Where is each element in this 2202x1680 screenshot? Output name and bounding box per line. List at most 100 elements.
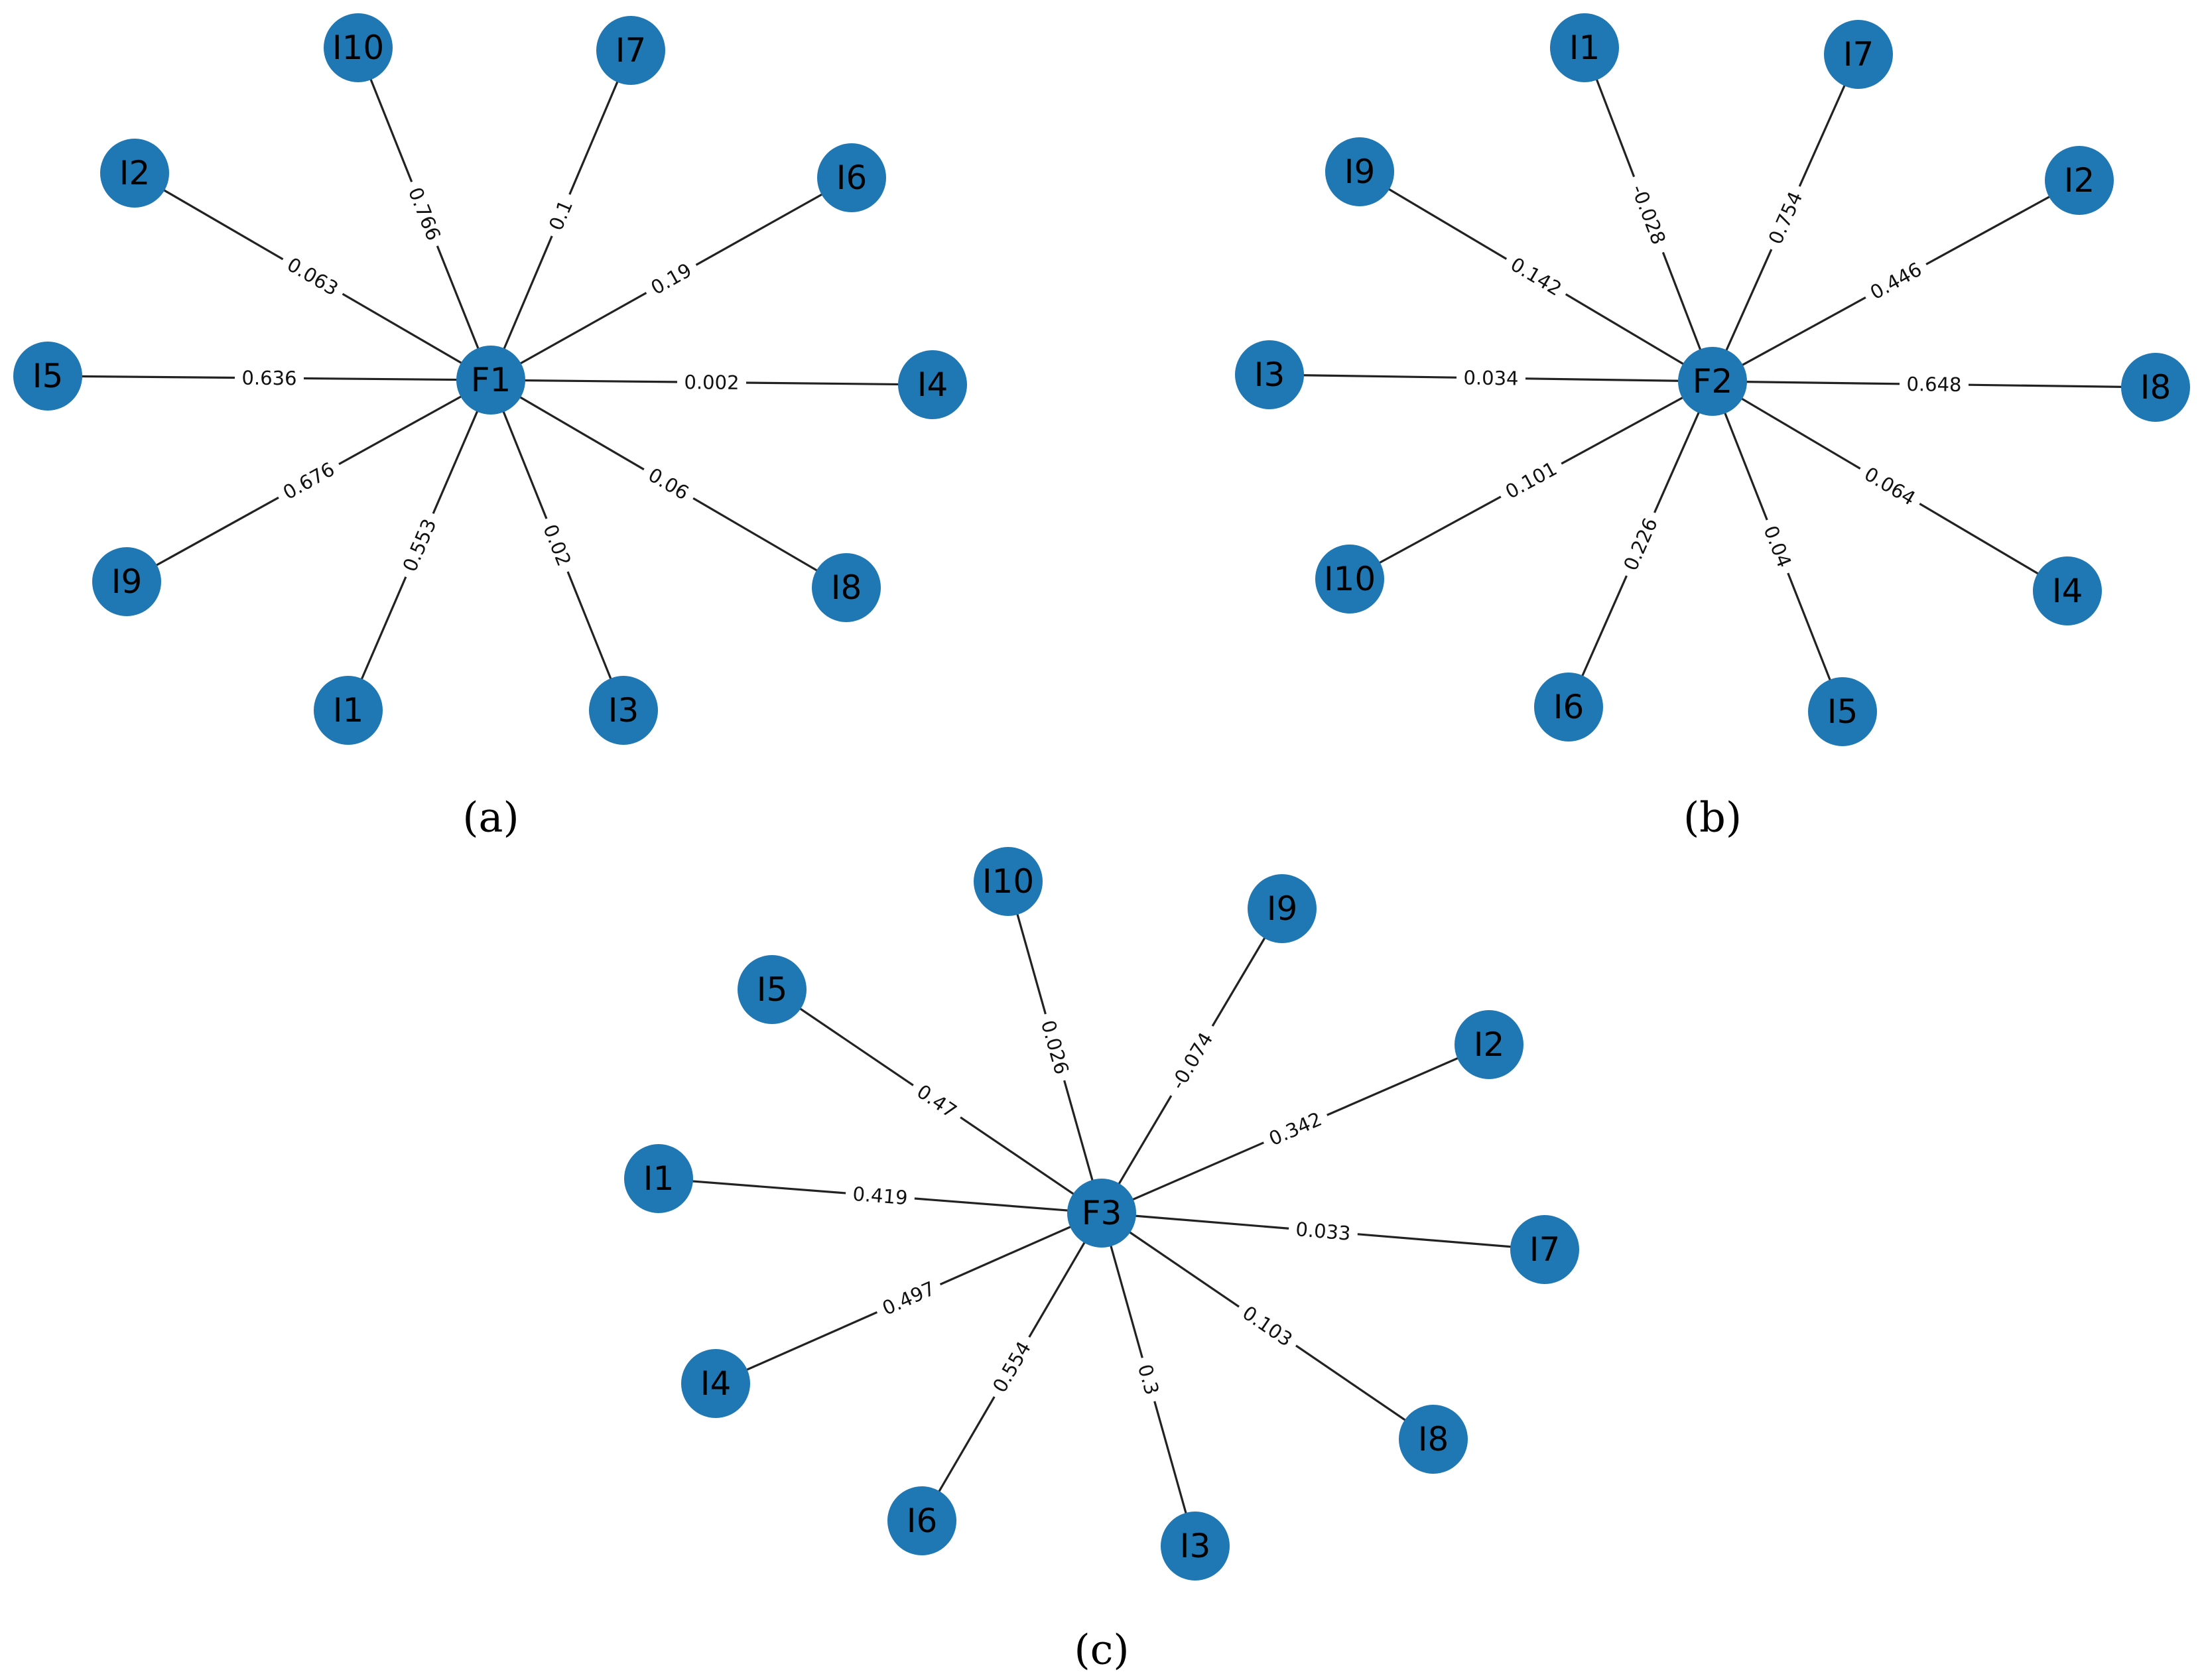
edge-label-group: 0.064 (1854, 457, 1927, 514)
edge-label-background (535, 513, 580, 576)
edge-weight-label: 0.446 (1866, 258, 1925, 304)
edge-label-background (844, 1180, 916, 1210)
node-circle (1550, 13, 1619, 82)
node-i8: I8 (2121, 353, 2190, 422)
node-circle (1325, 137, 1394, 206)
edge-label-background (234, 364, 304, 391)
node-label: I6 (1553, 688, 1585, 726)
node-i5: I5 (13, 342, 82, 411)
node-label: I2 (2064, 161, 2095, 200)
edge-weight-label: 0.142 (1507, 253, 1566, 300)
panel-caption: (b) (1683, 793, 1742, 842)
node-circle (2121, 353, 2190, 422)
edge-label-background (1854, 457, 1927, 514)
node-i10: I10 (324, 13, 393, 82)
node-circle (314, 676, 383, 745)
node-i3: I3 (1235, 340, 1304, 409)
node-circle (2045, 146, 2114, 215)
edge-weight-label: 0.419 (852, 1183, 908, 1209)
edge-label-group: 0.636 (234, 364, 304, 391)
edge-weight-label: 0.064 (1860, 462, 1919, 510)
edge-label-group: 0.1 (539, 189, 581, 241)
node-circle (596, 16, 665, 85)
node-circle (898, 350, 967, 419)
edge-weight-label: 0.554 (988, 1338, 1035, 1397)
node-label: I9 (1267, 889, 1298, 928)
edge-weight-label: 0.676 (279, 458, 338, 504)
edge-label-background (1287, 1215, 1359, 1246)
node-label: I6 (907, 1502, 938, 1540)
edge-weight-label: 0.063 (283, 253, 342, 300)
edge-label-background (1899, 370, 1969, 397)
node-label: I9 (1344, 153, 1376, 191)
edge-label-group: 0.554 (983, 1330, 1040, 1403)
node-i10: I10 (974, 847, 1043, 916)
edge-label-background (393, 508, 444, 582)
edge-weight-label: 0.648 (1906, 373, 1961, 396)
node-i2: I2 (1455, 1010, 1523, 1079)
edge-label-group: 0.497 (872, 1272, 945, 1323)
node-i9: I9 (1248, 874, 1317, 943)
edge-label-group: 0.026 (1034, 1010, 1077, 1084)
edge-weight-label: 0.553 (398, 515, 440, 575)
node-i6: I6 (817, 143, 886, 212)
node-i3: I3 (589, 676, 658, 745)
node-circle (589, 676, 658, 745)
edge-weight-label: 0.766 (404, 184, 445, 244)
edge-label-group: 0.3 (1130, 1354, 1167, 1405)
center-node-f1: F1 (456, 346, 525, 415)
edge-label-group: 0.02 (535, 513, 580, 576)
center-node-label: F1 (471, 361, 511, 399)
edge-label-background (1756, 515, 1801, 578)
center-node-f3: F3 (1067, 1179, 1136, 1248)
edge-label-background (539, 189, 581, 241)
edge-label-background (277, 247, 350, 304)
node-label: I8 (1418, 1420, 1449, 1458)
edge-label-group: 0.06 (637, 458, 700, 509)
panel-c: 0.026-0.0740.470.3420.4190.0330.4970.103… (624, 847, 1579, 1674)
edge-weight-label: 0.342 (1265, 1108, 1325, 1150)
node-i4: I4 (681, 1349, 750, 1418)
edge-label-group: 0.034 (1456, 364, 1526, 391)
node-i10: I10 (1315, 545, 1384, 614)
edge-label-background (1859, 252, 1932, 308)
edge-label-group: -0.074 (1159, 1019, 1223, 1102)
node-label: I3 (1180, 1527, 1211, 1565)
node-label: I5 (32, 357, 64, 395)
edge-weight-label: 0.3 (1133, 1362, 1163, 1397)
node-i7: I7 (1824, 20, 1893, 89)
edge-weight-label: 0.101 (1502, 457, 1561, 503)
center-node-label: F3 (1082, 1194, 1122, 1232)
node-circle (1399, 1405, 1468, 1474)
node-label: I7 (615, 31, 647, 70)
panel-caption: (a) (462, 793, 519, 842)
edge-label-background (639, 253, 702, 304)
edge-weight-label: 0.497 (879, 1277, 939, 1320)
panel-caption: (c) (1074, 1626, 1129, 1674)
node-circle (456, 346, 525, 415)
edge-label-background (677, 368, 747, 395)
node-circle (1824, 20, 1893, 89)
edge-label-group: 0.063 (277, 247, 350, 304)
node-label: I3 (1254, 355, 1285, 394)
node-circle (1808, 677, 1877, 746)
node-label: I2 (119, 154, 151, 192)
edge-label-background (1159, 1019, 1223, 1102)
edge-label-group: 0.47 (906, 1074, 968, 1128)
edge-label-group: 0.04 (1756, 515, 1801, 578)
node-circle (1455, 1010, 1523, 1079)
edge-label-background (1614, 507, 1665, 581)
node-circle (817, 143, 886, 212)
edge-weight-label: 0.034 (1463, 366, 1519, 389)
node-i1: I1 (1550, 13, 1619, 82)
node-circle (812, 553, 881, 622)
node-label: I4 (700, 1364, 732, 1403)
edge-label-background (1759, 180, 1811, 255)
edge-label-background (1622, 172, 1676, 257)
node-i6: I6 (887, 1486, 956, 1555)
